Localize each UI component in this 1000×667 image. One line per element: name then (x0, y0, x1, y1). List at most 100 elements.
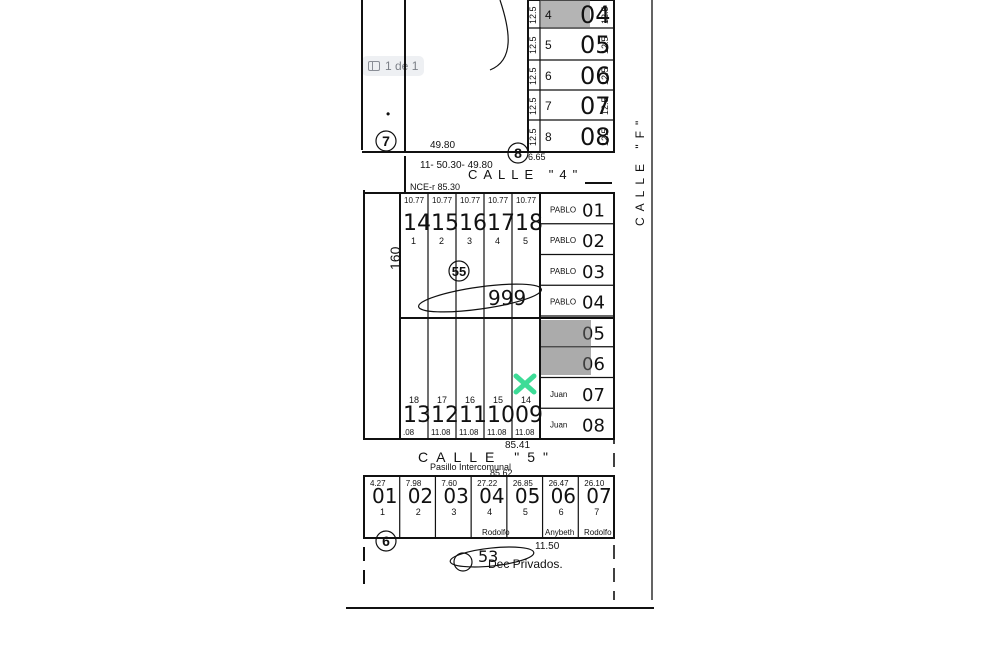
lot-owner: PABLO (550, 205, 576, 214)
lot-code: 14 (403, 211, 431, 236)
top-lot-dim: 12.5 (600, 128, 610, 146)
svg-text:85.62: 85.62 (490, 468, 513, 478)
lot-code: 08 (582, 416, 605, 437)
lot-number: 16 (465, 395, 475, 405)
top-arc (489, 0, 509, 71)
top-street-measure: 11- 50.30- 49.80 (420, 160, 493, 171)
top-lot-dim-left: 12.5 (528, 36, 538, 54)
bottom-measure: 85.41 (505, 440, 530, 451)
street-calle-f: CALLE "F" (633, 115, 647, 226)
sidebar-icon (368, 61, 380, 71)
lot-number: 5 (523, 507, 528, 517)
lot-owner: PABLO (550, 267, 576, 276)
street-calle-4: CALLE "4" (468, 167, 583, 182)
block-55: 10.7714110.7715210.7716310.7717410.77185… (363, 192, 615, 451)
lot-code: 03 (582, 262, 605, 283)
lot-number: 5 (523, 236, 528, 246)
top-lot-number: 8 (545, 130, 552, 144)
top-lot-number: 6 (545, 69, 552, 83)
lot-number: 2 (416, 507, 421, 517)
lot-width: 11.08 (431, 428, 451, 437)
top-lot-dim: 12.5 (600, 6, 610, 24)
lot-code: 05 (515, 484, 540, 508)
top-lot-code: 04 (580, 1, 611, 29)
top-lot-dim-left: 12.5 (528, 97, 538, 115)
lot-number: 3 (467, 236, 472, 246)
top-lot-dim: 12.5 (600, 67, 610, 85)
svg-text:NCE-r 85.30: NCE-r 85.30 (410, 182, 460, 192)
svg-text:Anybeth: Anybeth (545, 528, 574, 537)
lot-width: 10.77 (460, 196, 481, 205)
top-lot-code: 08 (580, 123, 611, 151)
lot-code: 11 (459, 403, 487, 428)
lot-owner: PABLO (550, 236, 576, 245)
lot-width: 10.77 (516, 196, 537, 205)
lot-code: 15 (431, 211, 459, 236)
lot-code: 07 (586, 484, 611, 508)
top-lot-code: 05 (580, 31, 611, 59)
lot-width: 7.60 (441, 479, 457, 488)
page-indicator[interactable]: 1 de 1 (362, 56, 424, 76)
lot-code: 07 (582, 385, 605, 406)
lot-code: 04 (479, 484, 504, 508)
lot-width: 27.22 (477, 479, 498, 488)
top-lot-dim-left: 12.5 (528, 67, 538, 85)
lot-number: 1 (380, 507, 385, 517)
svg-text:11.50: 11.50 (535, 541, 560, 552)
top-lot-number: 7 (545, 99, 552, 113)
top-measure: 49.80 (430, 140, 455, 151)
lot-code: 01 (582, 200, 605, 221)
lot-number: 14 (521, 395, 531, 405)
label-dec-privados: Dec Privados. (488, 557, 563, 571)
lot-width: .08 (403, 428, 415, 437)
lot-code: 01 (372, 484, 397, 508)
circle-7: 7 (382, 133, 390, 149)
top-lot-code: 07 (580, 92, 611, 120)
location-marker (513, 373, 537, 395)
bottom-block: 4.270117.980227.6003327.2204426.8505526.… (363, 475, 615, 539)
lot-owner: PABLO (550, 298, 576, 307)
lot-number: 17 (437, 395, 447, 405)
svg-text:6.65: 6.65 (528, 152, 546, 162)
lot-number: 4 (487, 507, 492, 517)
top-lot-dim-left: 12.5 (528, 128, 538, 146)
lot-owner: Juan (550, 390, 567, 399)
lot-code: 06 (551, 484, 576, 508)
lot-number: 15 (493, 395, 503, 405)
lot-code: 02 (408, 484, 433, 508)
lot-code: 13 (403, 403, 431, 428)
svg-text:Rodolfo: Rodolfo (584, 528, 612, 537)
lot-width: 10.77 (404, 196, 425, 205)
top-lot-number: 5 (545, 38, 552, 52)
lot-width: 26.10 (584, 479, 605, 488)
lot-width: 10.77 (488, 196, 509, 205)
top-lot-number: 4 (545, 8, 552, 22)
top-lot-dim: 12.5 (600, 97, 610, 115)
lot-width: 11.08 (515, 428, 535, 437)
lot-number: 2 (439, 236, 444, 246)
top-lot-code: 06 (580, 62, 611, 90)
circle-8: 8 (514, 145, 522, 161)
circle-6: 6 (382, 533, 390, 549)
lot-width: 10.77 (432, 196, 453, 205)
side-dim: 160 (387, 246, 403, 270)
lot-width: 7.98 (406, 479, 422, 488)
lot-width: 11.08 (459, 428, 479, 437)
lot-width: 4.27 (370, 479, 386, 488)
circle-53: 53 (478, 547, 498, 566)
lot-owner: Juan (550, 421, 567, 430)
lot-code: 09 (515, 403, 543, 428)
lot-number: 6 (559, 507, 564, 517)
svg-text:Rodolfo: Rodolfo (482, 528, 510, 537)
lot-code: 04 (582, 293, 605, 314)
lot-number: 18 (409, 395, 419, 405)
lot-code: 02 (582, 231, 605, 252)
page-indicator-label: 1 de 1 (385, 59, 419, 73)
lot-number: 1 (411, 236, 416, 246)
lot-number: 3 (451, 507, 456, 517)
lot-code: 17 (487, 211, 515, 236)
lot-number: 7 (594, 507, 599, 517)
lot-number: 4 (495, 236, 500, 246)
